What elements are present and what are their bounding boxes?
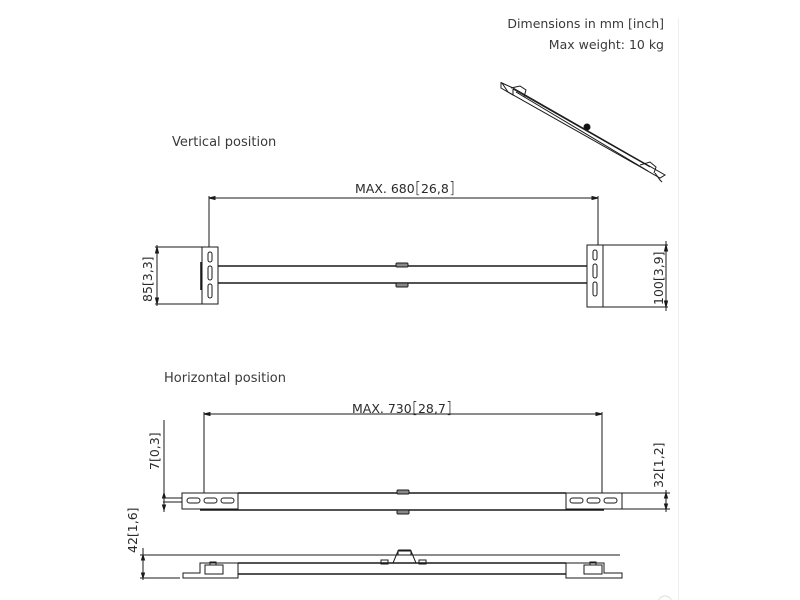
horizontal-position-title: Horizontal position xyxy=(164,371,287,386)
vertical-position-title: Vertical position xyxy=(172,135,277,150)
horizontal-width-dimension: MAX. 730[28,7] xyxy=(352,398,453,417)
horizontal-width-inch: 28,7 xyxy=(417,401,446,416)
corner-circle-icon xyxy=(658,595,672,600)
max-weight-note: Max weight: 10 kg xyxy=(548,37,664,52)
vertical-width-dimension: MAX. 680[26,8] xyxy=(355,178,456,197)
vertical-width-inch: 26,8 xyxy=(420,181,449,196)
units-note: Dimensions in mm [inch] xyxy=(507,16,664,31)
horizontal-width-value: MAX. 730 xyxy=(352,401,412,416)
isometric-view-icon xyxy=(500,81,666,183)
page-edge-divider xyxy=(678,18,679,600)
vertical-width-value: MAX. 680 xyxy=(355,181,415,196)
